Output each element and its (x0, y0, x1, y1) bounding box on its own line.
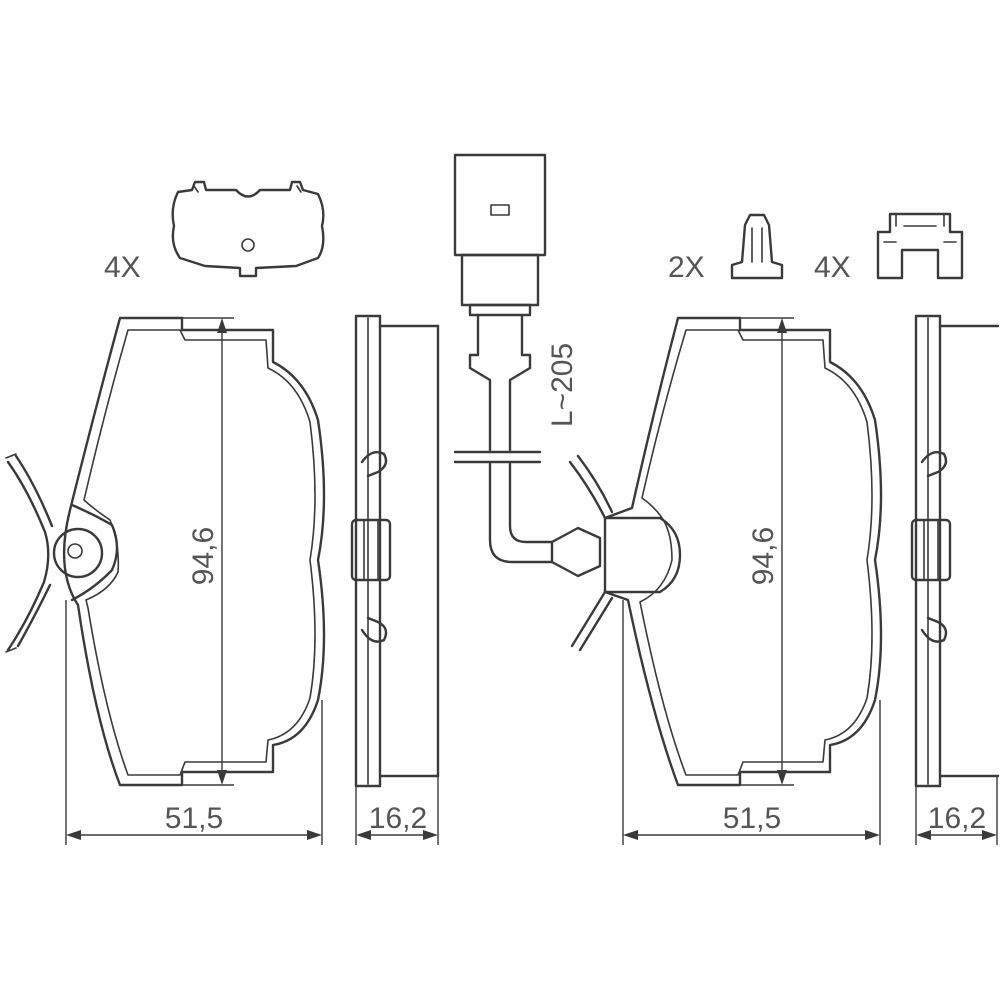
clip-large-drawing (171, 180, 325, 278)
left-height-dimension (180, 317, 234, 786)
clip-right-qty: 4X (814, 251, 851, 284)
right-pad-side-view (910, 314, 1000, 788)
clip-small-qty: 2X (668, 251, 705, 284)
right-width-dimension (622, 600, 881, 845)
clip-large-qty: 4X (104, 251, 141, 284)
clip-right-drawing (876, 212, 964, 280)
left-height-label: 94,6 (187, 527, 220, 585)
left-width-dimension (65, 600, 323, 845)
left-thickness-label: 16,2 (369, 802, 427, 835)
clip-small-drawing (730, 213, 784, 280)
right-height-dimension (738, 317, 794, 786)
right-thickness-dimension (915, 776, 998, 845)
cable-length-label: L~205 (546, 343, 579, 427)
wear-sensor-drawing (453, 153, 602, 578)
right-height-label: 94,6 (747, 527, 780, 585)
left-thickness-dimension (355, 776, 439, 845)
left-pad-front-view (5, 316, 326, 787)
left-pad-side-view (350, 314, 440, 788)
right-thickness-label: 16,2 (928, 802, 986, 835)
right-width-label: 51,5 (723, 802, 781, 835)
right-pad-front-view (568, 316, 883, 787)
left-width-label: 51,5 (165, 802, 223, 835)
